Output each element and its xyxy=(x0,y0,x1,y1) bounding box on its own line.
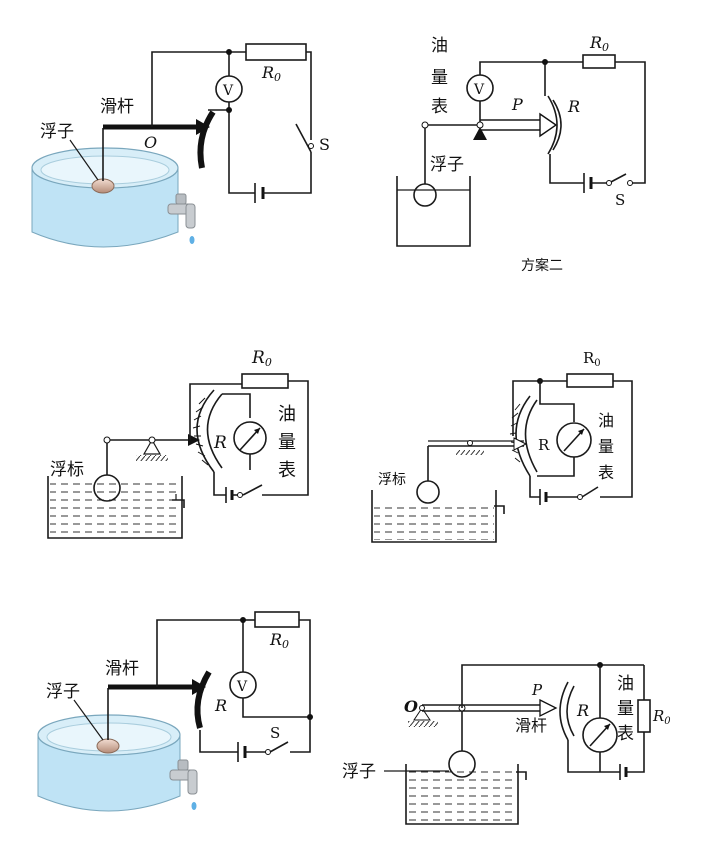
switch-label: S xyxy=(319,135,330,154)
diagram-6: O P 滑杆 R 油 量 表 R0 浮子 xyxy=(342,662,671,825)
meter-label-1: 油 xyxy=(617,674,634,694)
switch-icon xyxy=(581,486,599,498)
diagram-3: R0 R 油 量 表 浮标 xyxy=(47,348,309,539)
pivot-icon xyxy=(413,707,431,721)
variable-resistor xyxy=(194,670,212,729)
float-label: 浮子 xyxy=(342,762,376,782)
resistor-icon xyxy=(254,611,300,628)
switch-icon xyxy=(608,173,627,184)
switch-icon xyxy=(242,484,263,496)
meter-label-1: 油 xyxy=(431,36,448,56)
float-ball xyxy=(413,183,437,207)
caption: 方案二 xyxy=(521,257,563,274)
rod-label: 滑杆 xyxy=(100,97,134,117)
switch-icon xyxy=(269,741,289,753)
pivot-label: O xyxy=(404,697,418,716)
meter-label-1: 油 xyxy=(598,411,614,430)
resistor-icon xyxy=(241,373,289,389)
switch-label: S xyxy=(270,724,280,742)
pivot-icon xyxy=(142,438,162,455)
resistor-label: R xyxy=(538,436,550,454)
float-ball xyxy=(416,480,440,504)
tank xyxy=(47,476,183,539)
tank xyxy=(37,714,181,812)
resistor-icon xyxy=(582,54,616,69)
pivot-label: O xyxy=(144,133,157,152)
r0-label: R0 xyxy=(251,348,272,369)
resistor-label: R xyxy=(567,97,580,116)
resistor-icon xyxy=(637,699,651,733)
pivot-icon xyxy=(473,127,487,140)
r0-label: R0 xyxy=(269,630,289,651)
resistor-label: R xyxy=(576,701,589,720)
float-label: 浮子 xyxy=(40,122,74,142)
r0-label: R0 xyxy=(652,707,671,727)
variable-resistor xyxy=(197,110,216,169)
faucet-icon xyxy=(494,505,505,514)
float-ball xyxy=(91,178,115,194)
meter-label-1: 油 xyxy=(278,404,296,425)
meter-label-2: 量 xyxy=(617,699,634,719)
diagram-2: 油 量 表 V R0 P R 浮子 S 方案二 xyxy=(396,33,646,274)
rod-label: 滑杆 xyxy=(105,659,139,679)
meter-label-2: 量 xyxy=(278,432,296,453)
voltmeter-label: V xyxy=(473,82,485,98)
float-label: 浮标 xyxy=(378,472,406,488)
meter-label-3: 表 xyxy=(431,97,448,117)
float-label: 浮子 xyxy=(430,155,464,175)
r0-label: R0 xyxy=(261,63,281,84)
rod-label: 滑杆 xyxy=(515,716,547,735)
voltmeter-label: V xyxy=(236,679,248,695)
container xyxy=(396,176,471,247)
slider-label: P xyxy=(511,95,523,114)
float-label: 浮子 xyxy=(46,682,80,702)
resistor-icon xyxy=(245,43,307,61)
tank xyxy=(371,490,497,543)
diagram-5: 滑杆 浮子 R V R0 S xyxy=(37,611,313,812)
slider-label: P xyxy=(531,681,543,699)
resistor-label: R xyxy=(213,433,227,453)
voltmeter-label: V xyxy=(222,83,234,99)
resistor-icon xyxy=(566,373,614,388)
float-label: 浮标 xyxy=(50,460,84,480)
float-ball xyxy=(96,738,120,754)
tank xyxy=(405,764,519,825)
meter-label-3: 表 xyxy=(598,463,614,482)
diagram-4: R0 R 油 量 表 浮标 xyxy=(371,349,633,543)
faucet-icon xyxy=(169,759,198,810)
pivot-icon xyxy=(456,450,484,455)
faucet-icon xyxy=(516,771,527,780)
faucet-icon xyxy=(167,193,196,244)
r0-label: R0 xyxy=(583,349,601,369)
resistor-label: R xyxy=(214,696,227,715)
switch-label: S xyxy=(615,191,625,209)
meter-label-2: 量 xyxy=(598,437,614,456)
tank xyxy=(31,147,179,248)
meter-label-2: 量 xyxy=(431,68,448,88)
diagram-1: 滑杆 浮子 O V R0 S xyxy=(31,43,330,248)
r0-label: R0 xyxy=(589,33,609,54)
meter-label-3: 表 xyxy=(617,724,634,744)
meter-label-3: 表 xyxy=(278,460,296,481)
